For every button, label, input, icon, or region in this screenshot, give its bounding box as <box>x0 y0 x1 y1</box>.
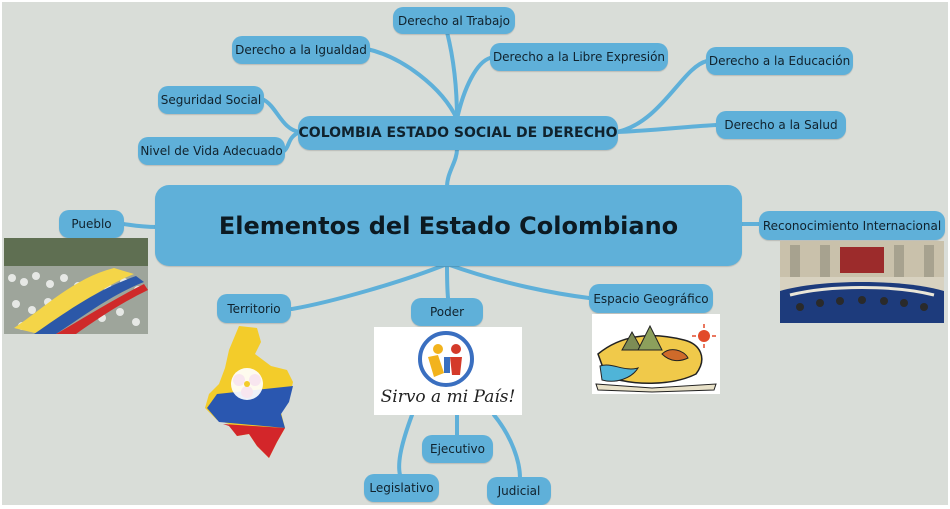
link-central-heading <box>445 147 459 189</box>
link-poder <box>445 262 450 300</box>
link-igualdad <box>365 47 459 121</box>
geographic-space-drawing <box>592 314 720 394</box>
node-seguridad-social[interactable]: Seguridad Social <box>158 86 264 114</box>
link-salud <box>615 123 719 134</box>
node-territorio[interactable]: Territorio <box>217 294 291 323</box>
link-territorio <box>290 262 449 311</box>
node-reconocimiento-internacional[interactable]: Reconocimiento Internacional <box>759 211 945 240</box>
node-pueblo[interactable]: Pueblo <box>59 210 124 238</box>
node-espacio-geografico[interactable]: Espacio Geográfico <box>589 284 713 313</box>
node-derecho-trabajo[interactable]: Derecho al Trabajo <box>393 7 515 34</box>
link-expresion <box>455 56 492 121</box>
central-topic[interactable]: Elementos del Estado Colombiano <box>155 185 742 266</box>
link-seguridad <box>262 98 302 134</box>
link-legislativo <box>397 413 414 477</box>
colombia-map-image <box>199 324 297 460</box>
node-estado-social-derecho[interactable]: COLOMBIA ESTADO SOCIAL DE DERECHO <box>298 116 618 150</box>
crowd-photo <box>4 238 148 334</box>
link-pueblo <box>120 222 159 229</box>
node-judicial[interactable]: Judicial <box>487 477 551 505</box>
node-legislativo[interactable]: Legislativo <box>364 474 439 502</box>
link-trabajo <box>445 30 459 121</box>
node-derecho-igualdad[interactable]: Derecho a la Igualdad <box>232 36 370 64</box>
link-espacio <box>445 262 591 300</box>
node-poder[interactable]: Poder <box>411 298 483 326</box>
node-nivel-vida[interactable]: Nivel de Vida Adecuado <box>138 137 285 165</box>
node-derecho-expresion[interactable]: Derecho a la Libre Expresión <box>490 43 668 71</box>
node-derecho-educacion[interactable]: Derecho a la Educación <box>706 47 853 75</box>
node-ejecutivo[interactable]: Ejecutivo <box>422 435 493 463</box>
sirvo-a-mi-pais-logo: Sirvo a mi País! <box>374 327 522 415</box>
link-judicial <box>492 413 522 480</box>
link-vida <box>282 130 302 153</box>
international-assembly-photo <box>780 241 944 323</box>
node-derecho-salud[interactable]: Derecho a la Salud <box>716 111 846 139</box>
link-educacion <box>615 59 709 134</box>
logo-caption: Sirvo a mi País! <box>380 387 516 407</box>
